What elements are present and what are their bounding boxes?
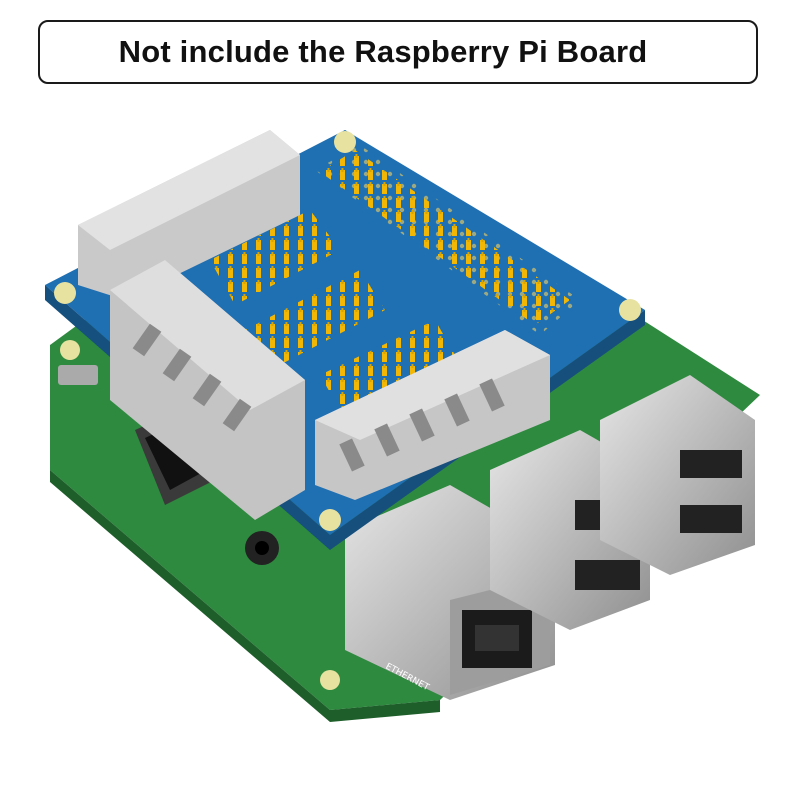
screw-terminal-blocks <box>78 130 550 520</box>
usb-ports <box>490 375 755 630</box>
mount-hole <box>54 282 76 304</box>
notice-banner: Not include the Raspberry Pi Board <box>38 20 758 84</box>
mount-hole <box>60 340 80 360</box>
product-photo: ETHERNET <box>45 130 760 722</box>
mount-hole <box>320 670 340 690</box>
mount-hole <box>334 131 356 153</box>
mount-hole <box>619 299 641 321</box>
mount-hole <box>319 509 341 531</box>
notice-text: Not include the Raspberry Pi Board <box>118 34 648 69</box>
micro-usb-port <box>58 365 98 385</box>
